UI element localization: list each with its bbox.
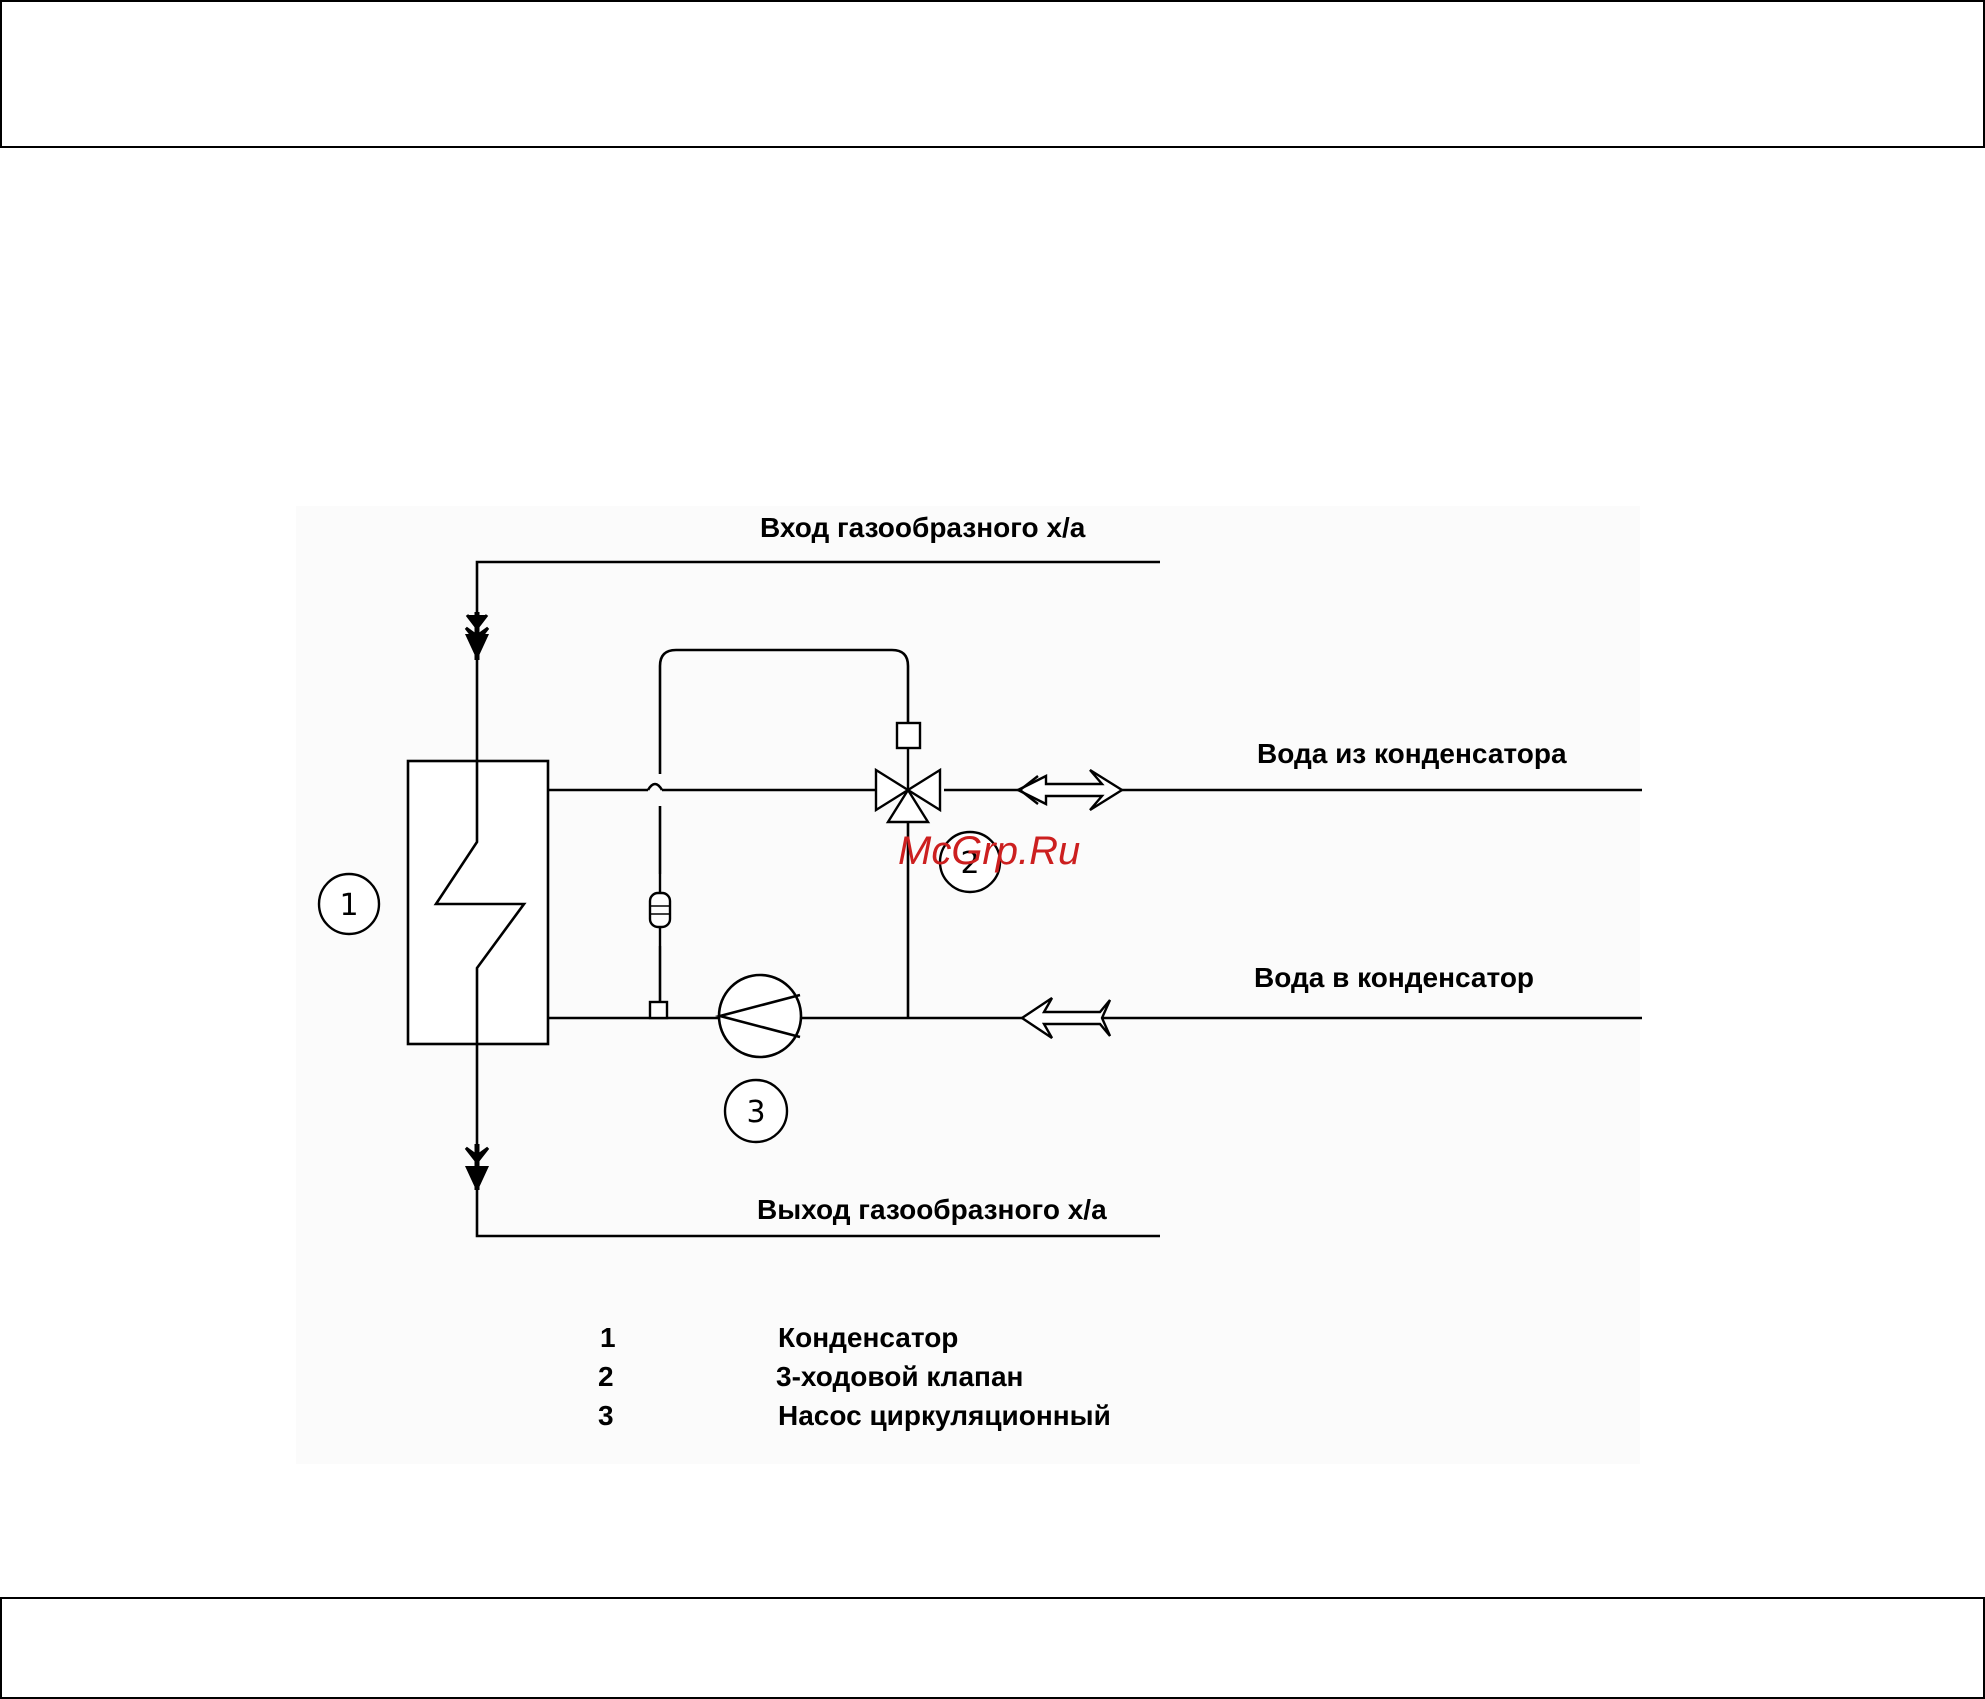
water-out-arrow-icon: [1018, 770, 1122, 810]
legend-number: 1: [600, 1322, 616, 1353]
legend-text: Насос циркуляционный: [778, 1400, 1111, 1431]
label-gas-outlet: Выход газообразного х/а: [757, 1194, 1107, 1225]
gas-inlet-pipe: [477, 562, 1160, 760]
label-water-out: Вода из конденсатора: [1257, 738, 1567, 769]
pipe-crossover: [648, 784, 662, 790]
marker-pump: 3: [725, 1080, 787, 1142]
marker-condenser: 1: [319, 874, 379, 934]
legend-number: 3: [598, 1400, 614, 1431]
three-way-valve-icon: [876, 723, 940, 822]
legend-text: Конденсатор: [778, 1322, 958, 1353]
probe-icon: [650, 1002, 667, 1018]
svg-text:3: 3: [746, 1095, 765, 1130]
legend: 1 Конденсатор 2 3-ходовой клапан 3 Насос…: [598, 1322, 1111, 1431]
gas-outlet-arrow-icon: [465, 1144, 489, 1192]
legend-number: 2: [598, 1361, 614, 1392]
condenser-unit: [408, 761, 548, 1044]
sensor-icon: [650, 874, 670, 946]
gas-inlet-arrow-icon: [465, 612, 489, 660]
watermark: McGrp.Ru: [898, 829, 1080, 873]
svg-text:1: 1: [339, 888, 358, 923]
label-gas-inlet: Вход газообразного х/а: [760, 512, 1086, 543]
label-water-in: Вода в конденсатор: [1254, 962, 1534, 993]
legend-text: 3-ходовой клапан: [776, 1361, 1023, 1392]
water-in-arrow-icon: [1022, 998, 1110, 1038]
pump-icon: [719, 975, 801, 1057]
